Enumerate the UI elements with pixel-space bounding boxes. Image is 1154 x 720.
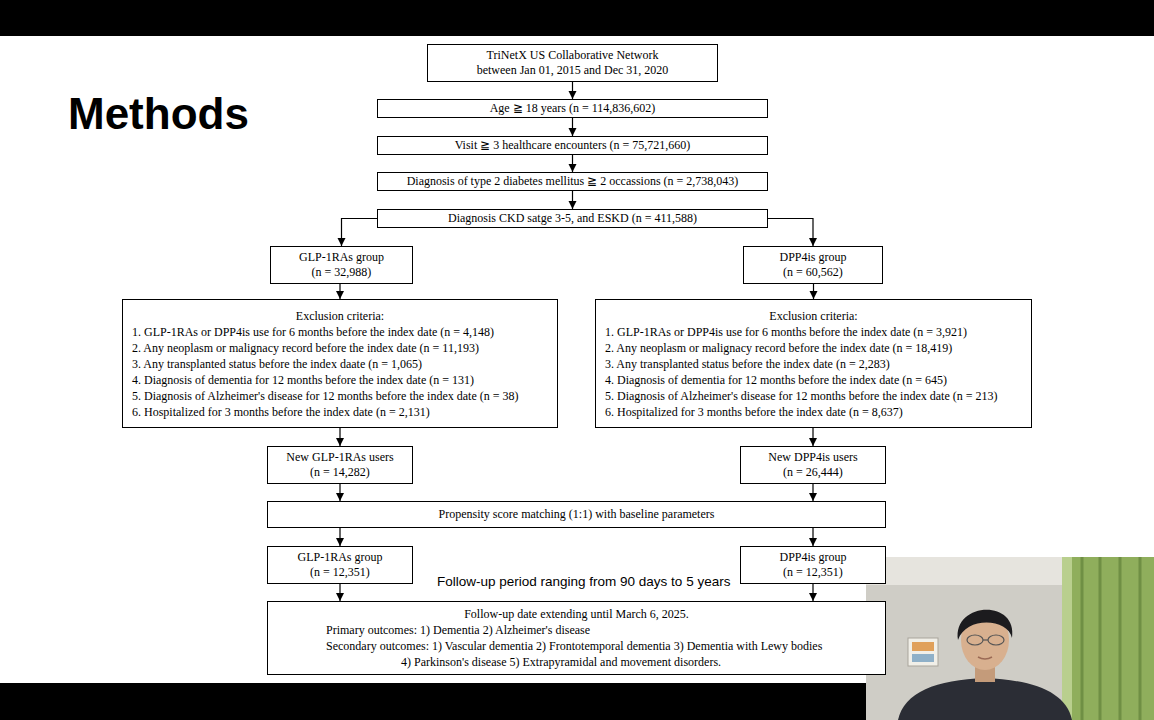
flow-arrow bbox=[768, 219, 813, 247]
outcome-text: Follow-up date extending until March 6, … bbox=[276, 606, 877, 622]
process-box: Visit ≧ 3 healthcare encounters (n = 75,… bbox=[377, 136, 768, 155]
slide-title: Methods bbox=[68, 90, 249, 138]
flow-arrow bbox=[572, 191, 573, 209]
box-text: Diagnosis CKD satge 3-5, and ESKD (n = 4… bbox=[386, 211, 759, 226]
process-box: DPP4is group (n = 12,351) bbox=[740, 546, 886, 584]
flow-arrow bbox=[812, 528, 813, 546]
person-glasses bbox=[967, 635, 983, 645]
criteria-item: 6. Hospitalized for 3 months before the … bbox=[605, 404, 1022, 420]
criteria-item: 3. Any transplanted status before the in… bbox=[132, 356, 548, 372]
process-box: Age ≧ 18 years (n = 114,836,602) bbox=[377, 99, 768, 118]
process-box: Diagnosis CKD satge 3-5, and ESKD (n = 4… bbox=[377, 209, 768, 228]
box-text: DPP4is group (n = 60,562) bbox=[777, 250, 850, 280]
criteria-item: 5. Diagnosis of Alzheimer's disease for … bbox=[132, 388, 548, 404]
criteria-item: 5. Diagnosis of Alzheimer's disease for … bbox=[605, 388, 1022, 404]
box-text: GLP-1RAs group (n = 32,988) bbox=[296, 250, 387, 280]
flow-arrow bbox=[342, 219, 378, 247]
process-box: New GLP-1RAs users (n = 14,282) bbox=[267, 446, 413, 484]
curtain-fold bbox=[1099, 557, 1102, 720]
box-heading: Exclusion criteria: bbox=[605, 308, 1022, 324]
wall-poster-picture bbox=[912, 642, 934, 651]
process-box: Follow-up date extending until March 6, … bbox=[267, 601, 886, 675]
process-box: GLP-1RAs group (n = 12,351) bbox=[267, 546, 413, 584]
flow-arrow bbox=[339, 428, 340, 446]
wall-poster-picture bbox=[912, 654, 934, 662]
criteria-item: 6. Hospitalized for 3 months before the … bbox=[132, 404, 548, 420]
criteria-box: Exclusion criteria:1. GLP-1RAs or DPP4is… bbox=[122, 299, 558, 428]
outcome-text: Primary outcomes: 1) Dementia 2) Alzheim… bbox=[326, 622, 877, 638]
box-text: New GLP-1RAs users (n = 14,282) bbox=[284, 450, 397, 480]
flow-arrow bbox=[813, 284, 814, 299]
criteria-item: 1. GLP-1RAs or DPP4is use for 6 months b… bbox=[605, 324, 1022, 340]
box-text: DPP4is group (n = 12,351) bbox=[777, 550, 850, 580]
process-box: Diagnosis of type 2 diabetes mellitus ≧ … bbox=[377, 172, 768, 191]
criteria-item: 4. Diagnosis of dementia for 12 months b… bbox=[605, 372, 1022, 388]
box-text: Diagnosis of type 2 diabetes mellitus ≧ … bbox=[386, 174, 759, 189]
flow-arrow bbox=[812, 484, 813, 501]
person-glasses bbox=[988, 635, 1004, 645]
box-text: Propensity score matching (1:1) with bas… bbox=[276, 507, 877, 522]
process-box: GLP-1RAs group (n = 32,988) bbox=[270, 246, 413, 284]
criteria-item: 3. Any transplanted status before the in… bbox=[605, 356, 1022, 372]
person-body bbox=[898, 678, 1072, 720]
flow-arrow bbox=[339, 484, 340, 501]
curtain-fold bbox=[1119, 557, 1122, 720]
flow-arrow bbox=[339, 284, 340, 299]
flow-arrow bbox=[812, 584, 813, 601]
note-label: Follow-up period ranging from 90 days to… bbox=[435, 574, 732, 589]
person-glasses bbox=[983, 639, 988, 640]
box-text: TriNetX US Collaborative Network between… bbox=[471, 48, 674, 78]
criteria-item: 2. Any neoplasm or malignacy record befo… bbox=[605, 340, 1022, 356]
person-hair bbox=[958, 610, 1013, 640]
criteria-item: 2. Any neoplasm or malignacy record befo… bbox=[132, 340, 548, 356]
criteria-item: 1. GLP-1RAs or DPP4is use for 6 months b… bbox=[132, 324, 548, 340]
outcome-text: Secondary outcomes: 1) Vascular dementia… bbox=[326, 638, 830, 670]
flow-arrow bbox=[572, 82, 573, 99]
webcam-wall bbox=[866, 557, 1154, 720]
webcam-curtain-edge bbox=[1062, 557, 1072, 720]
curtain-fold bbox=[1081, 557, 1084, 720]
process-box: TriNetX US Collaborative Network between… bbox=[427, 44, 718, 82]
flow-arrow bbox=[572, 118, 573, 136]
wall-poster bbox=[908, 638, 938, 666]
curtain-fold bbox=[1139, 557, 1142, 720]
criteria-box: Exclusion criteria:1. GLP-1RAs or DPP4is… bbox=[595, 299, 1032, 428]
process-box: DPP4is group (n = 60,562) bbox=[743, 246, 883, 284]
flow-arrow bbox=[572, 155, 573, 172]
criteria-item: 4. Diagnosis of dementia for 12 months b… bbox=[132, 372, 548, 388]
process-box: New DPP4is users (n = 26,444) bbox=[740, 446, 886, 484]
box-heading: Exclusion criteria: bbox=[132, 308, 548, 324]
box-text: Age ≧ 18 years (n = 114,836,602) bbox=[386, 101, 759, 116]
box-text: Visit ≧ 3 healthcare encounters (n = 75,… bbox=[386, 138, 759, 153]
box-text: GLP-1RAs group (n = 12,351) bbox=[295, 550, 386, 580]
flow-arrow bbox=[339, 528, 340, 546]
webcam-curtain bbox=[1062, 557, 1154, 720]
box-text: New DPP4is users (n = 26,444) bbox=[766, 450, 861, 480]
flow-arrow bbox=[812, 428, 813, 446]
process-box: Propensity score matching (1:1) with bas… bbox=[267, 501, 886, 528]
flow-arrow bbox=[339, 584, 340, 601]
webcam-overlay bbox=[866, 557, 1154, 720]
person-mouth bbox=[978, 657, 992, 659]
